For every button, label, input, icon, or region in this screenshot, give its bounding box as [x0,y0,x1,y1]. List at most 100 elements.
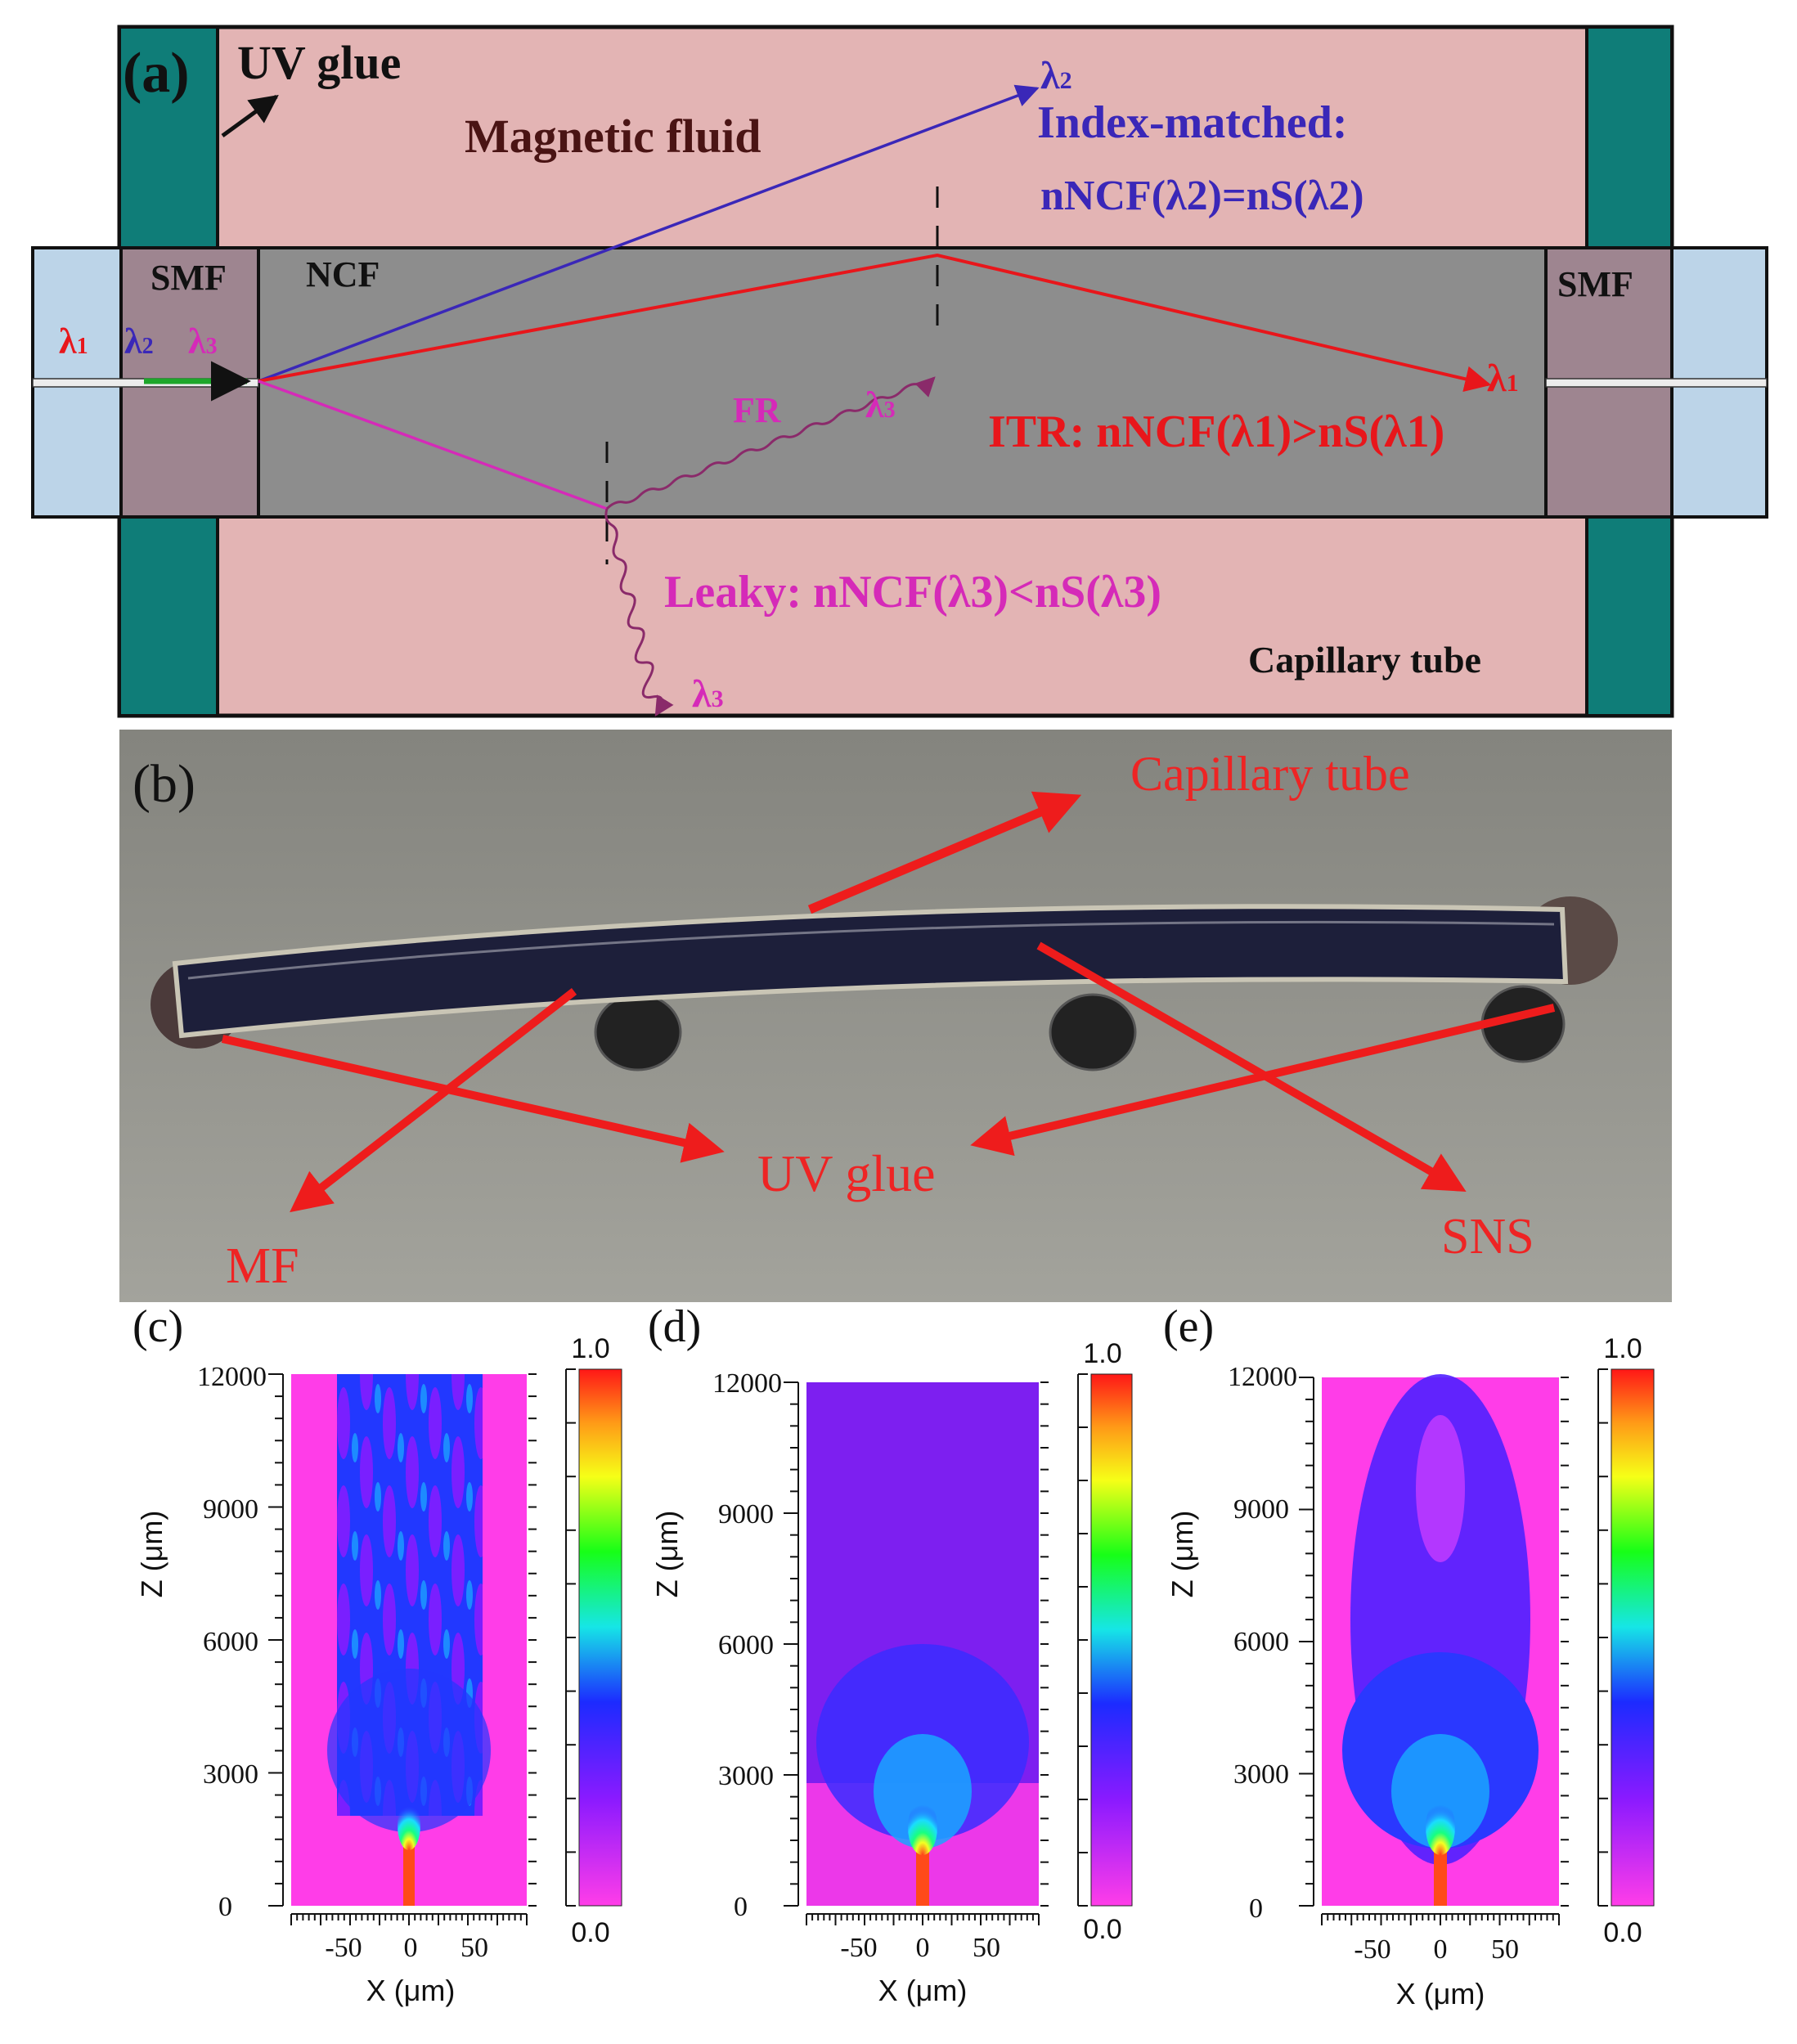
support-base-2 [1049,993,1137,1071]
heatmap-panel-label: (e) [1163,1301,1214,1352]
capillary-tube-body [172,904,1569,1039]
heatmap-d-xtick-labels: -50 0 50 [840,1933,1000,1963]
uv-glue-pointer-arrow [221,94,279,138]
heatmap-c-ytick-labels: 0 3000 6000 9000 12000 [197,1362,267,1922]
uv-glue-block-top-left [118,25,219,249]
sns-label: SNS [1441,1209,1534,1265]
xtick-label: 0 [1434,1934,1448,1965]
heatmap-xlabel: X (μm) [1396,1977,1485,2010]
ncf-label: NCF [306,254,380,294]
heatmap-e-field [1322,1374,1559,1906]
uv-glue-block-bottom-left [118,515,219,717]
xtick-label: 0 [404,1933,418,1963]
input-lambda2-label: λ2 [124,321,154,362]
heatmap-xlabel: X (μm) [366,1974,456,2007]
ytick-label: 9000 [203,1494,258,1525]
heatmap-e-xtick-labels: -50 0 50 [1354,1934,1519,1965]
ncf-core [257,246,1548,519]
arrow-sns [1036,941,1467,1192]
xtick-label: -50 [840,1933,877,1963]
ytick-label: 0 [1249,1894,1263,1924]
colorbar [1090,1373,1133,1907]
panel-b-label: (b) [133,754,195,814]
index-matched-label: Index-matched: [1037,97,1348,148]
support-base-1 [594,993,682,1071]
ytick-label: 6000 [1233,1627,1289,1657]
colorbar-max-label: 1.0 [571,1333,609,1364]
heatmap-ylabel: Z (μm) [1166,1511,1199,1598]
arrow-mf [290,988,577,1213]
colorbar-min-label: 0.0 [571,1917,609,1948]
ray-lambda1-itr [258,253,1492,393]
leaky-lambda3-label: λ3 [692,672,724,716]
xtick-label: -50 [1354,1934,1390,1965]
ytick-label: 9000 [718,1499,774,1530]
smf-left-label: SMF [150,258,227,298]
ytick-label: 3000 [203,1759,258,1790]
heatmap-e-ytick-labels: 0 3000 6000 9000 12000 [1228,1362,1297,1924]
ytick-label: 9000 [1233,1494,1289,1525]
heatmap-panel-label: (d) [648,1301,701,1352]
uv-glue-block-bottom-right [1585,515,1673,717]
input-lambda1-label: λ1 [59,321,88,362]
output-lambda2-label: λ2 [1040,54,1072,97]
capillary-tube-label-b: Capillary tube [1130,747,1410,801]
ray-lambda3-leaky [258,380,608,510]
capillary-tube-highlight [187,920,1555,980]
colorbar [1611,1368,1655,1907]
colorbar [578,1368,622,1907]
ray-lambda3-leaky-out [604,508,674,717]
heatmap-d-ytick-labels: 0 3000 6000 9000 12000 [712,1368,782,1922]
heatmap-e-ticks [1299,1368,1608,1925]
ytick-label: 3000 [1233,1759,1289,1790]
ytick-label: 12000 [712,1368,782,1399]
heatmap-d-field [806,1382,1039,1906]
xtick-label: 50 [1491,1934,1519,1965]
capillary-tube-label-a: Capillary tube [1248,639,1481,681]
fr-label: FR [733,390,782,430]
ytick-label: 6000 [718,1630,774,1660]
arrow-uv-glue-left [221,1035,725,1163]
heatmap-c-xtick-labels: -50 0 50 [325,1933,488,1963]
ytick-label: 12000 [1228,1362,1297,1392]
heatmap-ylabel: Z (μm) [135,1511,168,1598]
ytick-label: 3000 [718,1761,774,1791]
heatmap-d: (d) Z (μm) 0 3000 6000 9000 12000 -50 [648,1301,1133,2007]
heatmap-e: (e) Z (μm) 0 3000 6000 9000 12000 [1163,1301,1655,2010]
leaky-equation: Leaky: nNCF(λ3)<nS(λ3) [664,567,1161,618]
output-lambda1-label: λ1 [1487,357,1519,400]
colorbar-min-label: 0.0 [1083,1914,1121,1945]
uv-glue-label: UV glue [237,36,401,89]
ytick-label: 12000 [197,1362,267,1392]
heatmap-c-ticks [268,1368,576,1925]
heatmap-c: (c) Z (μm) 0 3000 6000 9000 12000 -5 [133,1301,622,2007]
arrow-capillary-tube [807,791,1082,914]
panel-a-label: (a) [123,42,190,105]
mf-label: MF [226,1238,299,1294]
uv-glue-label-b: UV glue [757,1144,935,1202]
ytick-label: 0 [218,1892,232,1922]
fr-lambda3-label: λ3 [865,384,896,425]
input-lambda3-label: λ3 [188,321,218,362]
heatmap-c-field [291,1374,527,1906]
ytick-label: 0 [734,1892,748,1922]
xtick-label: 50 [460,1933,488,1963]
heatmap-panel-label: (c) [133,1301,183,1352]
heatmap-panels: (c) Z (μm) 0 3000 6000 9000 12000 -5 [133,1301,1655,2010]
panel-b-photo: (b) Capillary tube UV glue MF SNS [119,730,1672,1302]
colorbar-max-label: 1.0 [1083,1338,1121,1369]
panel-a-schematic: (a) UV glue Magnetic fluid SMF SMF NCF λ… [31,25,1768,718]
heatmap-d-ticks [784,1373,1088,1925]
smf-core-right [1545,378,1768,388]
xtick-label: 0 [916,1933,930,1963]
heatmap-xlabel: X (μm) [878,1974,968,2007]
colorbar-min-label: 0.0 [1603,1917,1642,1948]
uv-glue-block-top-right [1585,25,1673,249]
itr-equation: ITR: nNCF(λ1)>nS(λ1) [988,407,1444,457]
ray-lambda2-index-matched [258,84,1040,383]
heatmap-ylabel: Z (μm) [650,1511,684,1598]
ray-lambda3-fr-wavy [605,376,936,510]
xtick-label: 50 [973,1933,1000,1963]
smf-right-label: SMF [1557,264,1633,304]
